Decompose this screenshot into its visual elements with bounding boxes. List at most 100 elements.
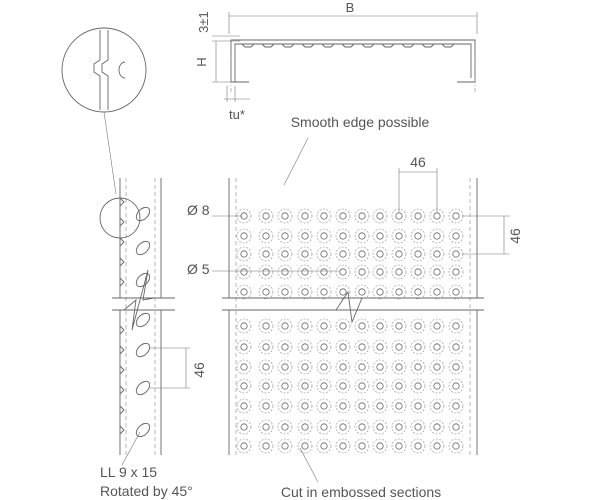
hole-outer-ring [354,208,370,224]
hole-outer-ring [258,318,274,334]
hole-outer-ring [258,398,274,414]
hole-outer-ring [429,419,445,435]
hole-outer-ring [236,339,252,355]
hole-outer-ring [448,284,464,300]
hole-outer-ring [372,246,388,262]
hole-outer-ring [258,359,274,375]
hole-outer-ring [335,378,351,394]
hole [262,382,270,390]
hole-outer-ring [448,378,464,394]
hole-outer-ring [372,419,388,435]
hole-outer-ring [258,208,274,224]
hole-pattern [236,208,464,454]
hole [395,402,403,410]
hole-outer-ring [372,284,388,300]
hole-outer-ring [277,419,293,435]
hole [376,212,384,220]
h-dimension-label: H [194,57,209,66]
hole [376,268,384,276]
hole-outer-ring [236,438,252,454]
slot-size-label: LL 9 x 15 [100,464,157,480]
hole-outer-ring [335,228,351,244]
hole [358,250,366,258]
hole [414,423,422,431]
hole-outer-ring [316,264,332,280]
hole [240,322,248,330]
hole-outer-ring [316,284,332,300]
hole [433,382,441,390]
hole [240,288,248,296]
hole-outer-ring [297,398,313,414]
dim-46-left-label: 46 [191,362,207,378]
hole-outer-ring [236,359,252,375]
hole [339,250,347,258]
hole [301,442,309,450]
hole [301,212,309,220]
hole-outer-ring [410,359,426,375]
hole-outer-ring [372,318,388,334]
hole [414,442,422,450]
hole [433,268,441,276]
hole-outer-ring [335,419,351,435]
hole-outer-ring [335,318,351,334]
hole [452,232,460,240]
hole-outer-ring [277,246,293,262]
hole-outer-ring [448,419,464,435]
hole-outer-ring [297,419,313,435]
edge-strip: 46 LL 9 x 15 Rotated by 45° [99,178,207,499]
hole [414,343,422,351]
hole [358,232,366,240]
hole-outer-ring [258,339,274,355]
hole-outer-ring [236,246,252,262]
hole-outer-ring [316,339,332,355]
hole [281,268,289,276]
hole [281,322,289,330]
dim-46-right-label: 46 [507,228,523,244]
hole [376,250,384,258]
hole [433,343,441,351]
hole [452,322,460,330]
hole-outer-ring [372,398,388,414]
hole-outer-ring [372,378,388,394]
hole [301,363,309,371]
hole [301,232,309,240]
hole [262,442,270,450]
hole-outer-ring [236,419,252,435]
hole [376,382,384,390]
hole [414,212,422,220]
hole [452,442,460,450]
hole [262,288,270,296]
hole-outer-ring [236,228,252,244]
hole [358,322,366,330]
hole-outer-ring [448,398,464,414]
hole [262,212,270,220]
hole-outer-ring [277,228,293,244]
hole [452,382,460,390]
hole-outer-ring [335,246,351,262]
hole-outer-ring [316,438,332,454]
hole-outer-ring [410,419,426,435]
hole [281,442,289,450]
hole-outer-ring [236,318,252,334]
hole [339,382,347,390]
hole-outer-ring [297,284,313,300]
hole-outer-ring [297,378,313,394]
hole [376,423,384,431]
hole [433,442,441,450]
hole-outer-ring [410,438,426,454]
diameter-5-label: Ø 5 [187,261,210,277]
hole [395,343,403,351]
cut-note-label: Cut in embossed sections [281,484,441,500]
detail-circle [61,27,147,195]
hole-outer-ring [277,359,293,375]
hole-outer-ring [448,438,464,454]
hole-outer-ring [354,339,370,355]
hole [452,343,460,351]
hole [320,288,328,296]
hole-outer-ring [429,228,445,244]
hole [262,232,270,240]
hole [414,232,422,240]
hole-outer-ring [354,398,370,414]
hole [240,268,248,276]
